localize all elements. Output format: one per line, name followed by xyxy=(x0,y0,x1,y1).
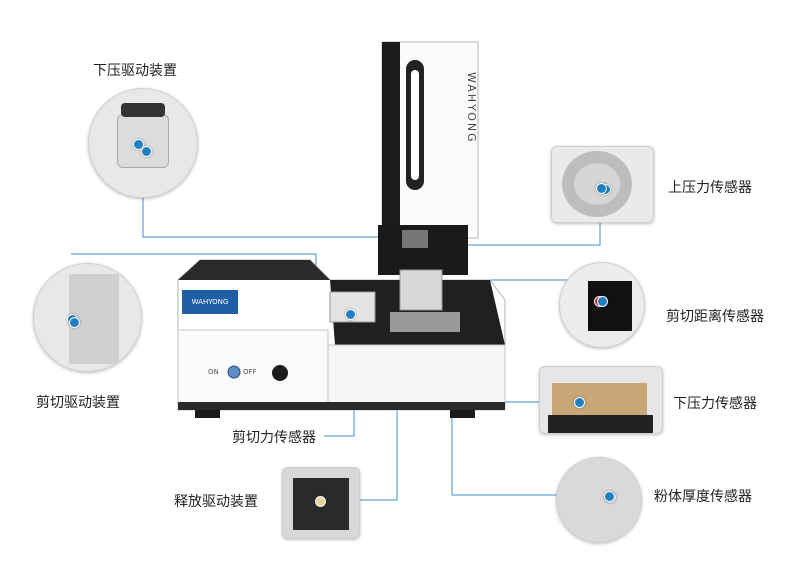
upper-sensor-dot xyxy=(596,183,607,194)
powder-thickness-thumbnail xyxy=(556,457,642,543)
release-drive-marker xyxy=(315,496,326,507)
shear-force-dot xyxy=(345,309,356,320)
panel-off-label: OFF xyxy=(243,368,257,376)
label-powder-thickness: 粉体厚度传感器 xyxy=(654,489,752,505)
logo-badge: WAHYONG xyxy=(182,290,238,314)
brand-wordmark: WAHYONG xyxy=(465,72,478,144)
lower-sensor-marker xyxy=(574,397,585,408)
label-release-drive: 释放驱动装置 xyxy=(174,494,258,510)
press-drive-marker xyxy=(133,139,144,150)
machine-illustration xyxy=(177,41,506,418)
label-upper-sensor: 上压力传感器 xyxy=(668,180,752,196)
logo-badge-text: WAHYONG xyxy=(191,298,229,306)
label-shear-drive: 剪切驱动装置 xyxy=(36,395,120,411)
panel-on-label: ON xyxy=(208,368,219,376)
lower-sensor-thumbnail xyxy=(539,366,663,434)
line-release-drive xyxy=(358,396,398,501)
label-press-drive: 下压驱动装置 xyxy=(93,63,177,79)
release-drive-thumbnail xyxy=(282,467,360,539)
powder-thickness-dot xyxy=(604,491,615,502)
press-drive-dot xyxy=(141,146,152,157)
press-drive-thumbnail xyxy=(88,88,198,198)
shear-distance-dot xyxy=(597,296,608,307)
label-lower-sensor: 下压力传感器 xyxy=(673,396,757,412)
label-shear-force: 剪切力传感器 xyxy=(232,430,316,446)
shear-drive-dot xyxy=(69,317,80,328)
shear-drive-thumbnail xyxy=(33,263,142,372)
label-shear-distance: 剪切距离传感器 xyxy=(666,309,764,325)
